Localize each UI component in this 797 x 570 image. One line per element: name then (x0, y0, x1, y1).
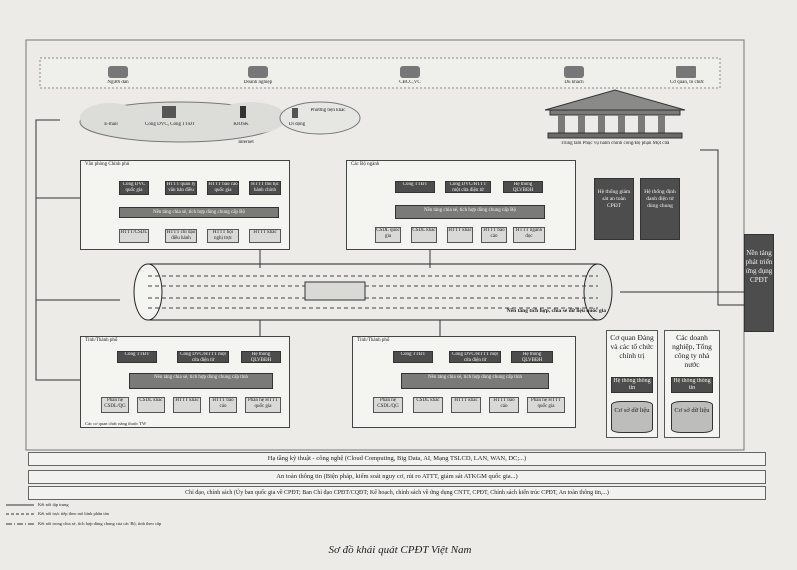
tinh-l-top-1: Cổng TTĐT (117, 351, 157, 363)
vpcp-bottom-3: HTTT hội nghị trực tuyến (207, 229, 239, 243)
org-soe-title: Các doanh nghiệp, Tổng công ty nhà nước (672, 333, 712, 369)
panel-title: Văn phòng Chính phủ (85, 162, 130, 167)
org-party-system: Hệ thống thông tin (611, 377, 653, 393)
panel-tinh-left: Tỉnh/Thành phố Cổng TTĐT Cổng DVC/HTTT m… (80, 336, 290, 428)
user-doanh-nghiep: Doanh nghiệp (243, 80, 273, 85)
panel-title: Các Bộ ngành (351, 162, 380, 167)
bo-bottom-2: CSDL khác (411, 227, 437, 243)
channel-phuong-tien: Phương tiện khác (310, 108, 346, 113)
legend-item-1: Kết nối tập trung (38, 502, 69, 507)
org-soe-system: Hệ thống thông tin (671, 377, 713, 393)
mobile-icon (292, 108, 298, 118)
user-co-quan: Cơ quan, tổ chức (669, 80, 705, 85)
user-cbccvc: CBCC,VC (399, 80, 421, 85)
backbone-label: Nền tảng tích hợp, chia sẻ dữ liệu quốc … (506, 308, 606, 314)
channel-cong-dvc: Cổng DVC, Cổng TTĐT (145, 122, 195, 127)
one-stop-center: Trung tâm Phục vụ hành chính công/Bộ phậ… (560, 141, 670, 146)
bo-integration-bar: Nền tảng chia sẻ, tích hợp dùng chung cấ… (395, 205, 545, 219)
portal-icon (162, 106, 176, 118)
internet-label: Internet (238, 140, 254, 145)
vpcp-top-3: HTTT báo cáo quốc gia (207, 181, 239, 195)
bo-top-2: Cổng DVC/HTTT một cửa điện tử (445, 181, 491, 193)
officials-icon (400, 66, 420, 78)
tinh-r-bottom-1: Phần hệ CSDL/QG (373, 397, 403, 413)
user-nguoi-dan: Người dân (107, 80, 129, 85)
app-dev-platform: Nền tảng phát triển ứng dụng CPĐT (744, 234, 774, 332)
panel-title: Tỉnh/Thành phố (85, 338, 118, 343)
org-soe-db: Cơ sở dữ liệu (671, 401, 713, 433)
org-soe: Các doanh nghiệp, Tổng công ty nhà nước … (664, 330, 720, 438)
tinh-r-top-1: Cổng TTĐT (393, 351, 433, 363)
channel-email: E-mail (104, 122, 118, 127)
identity-system: Hệ thống định danh điện tử dùng chung (640, 178, 680, 240)
vpcp-top-4: HTTT thủ tục hành chính (249, 181, 281, 195)
panel-van-phong-cp: Văn phòng Chính phủ Cổng DVC quốc gia HT… (80, 160, 290, 250)
legend-item-2: Kết nối trực tiếp theo mô hình phân tán (38, 511, 109, 516)
tinh-r-bottom-5: Phần hệ HTTT quốc gia (527, 397, 565, 413)
bo-top-1: Cổng TTĐT (395, 181, 435, 193)
bo-bottom-5: HTTT ngành dọc (513, 227, 545, 243)
tinh-l-bottom-1: Phần hệ CSDL/QG (101, 397, 129, 413)
tinh-r-bottom-2: CSDL khác (413, 397, 443, 413)
legend-item-3: Kết nối trong chia sẻ, tích hợp dùng chu… (38, 521, 162, 526)
vpcp-bottom-4: HTTT khác (249, 229, 281, 243)
band-policy: Chỉ đạo, chính sách (Ủy ban quốc gia về … (28, 486, 766, 500)
vpcp-bottom-1: HTTT/CSDL (119, 229, 149, 243)
institution-icon (676, 66, 696, 78)
tourist-icon (564, 66, 584, 78)
user-du-khach: Du khách (564, 80, 584, 85)
business-icon (248, 66, 268, 78)
tinh-l-top-2: Cổng DVC/HTTT một cửa điện tử (177, 351, 229, 363)
org-party-title: Cơ quan Đảng và các tổ chức chính trị (610, 333, 654, 360)
vpcp-top-1: Cổng DVC quốc gia (119, 181, 149, 195)
bo-bottom-4: HTTT báo cáo (481, 227, 507, 243)
channel-di-dong: Di động (288, 122, 306, 127)
tinh-l-bottom-3: HTTT khác (173, 397, 201, 413)
bo-bottom-1: CSDL quốc gia (375, 227, 401, 243)
band-security: An toàn thông tin (Biện pháp, kiểm soát … (28, 470, 766, 484)
tinh-r-integration-bar: Nền tảng chia sẻ, tích hợp dùng chung cấ… (401, 373, 549, 389)
org-party: Cơ quan Đảng và các tổ chức chính trị Hệ… (606, 330, 658, 438)
tinh-l-integration-bar: Nền tảng chia sẻ, tích hợp dùng chung cấ… (129, 373, 273, 389)
bo-top-3: Hệ thống QLVBĐH (503, 181, 543, 193)
band-infrastructure: Hạ tầng kỹ thuật - công nghệ (Cloud Comp… (28, 452, 766, 466)
panel-title: Tỉnh/Thành phố (357, 338, 390, 343)
panel-tinh-right: Tỉnh/Thành phố Cổng TTĐT Cổng DVC/HTTT m… (352, 336, 576, 428)
kiosk-icon (240, 106, 246, 118)
channel-kiosk: KIOSK (233, 122, 249, 127)
monitoring-system: Hệ thống giám sát an toàn CPĐT (594, 178, 634, 240)
tinh-r-top-2: Cổng DVC/HTTT một cửa điện tử (449, 351, 501, 363)
tinh-l-note: Các cơ quan chức năng thuộc TW (85, 421, 147, 426)
tinh-l-top-3: Hệ thống QLVBĐH (241, 351, 281, 363)
vpcp-bottom-2: HTTT chỉ đạo điều hành (165, 229, 197, 243)
diagram-caption: Sơ đồ khái quát CPĐT Việt Nam (328, 544, 472, 556)
panel-cac-bo-nganh: Các Bộ ngành Cổng TTĐT Cổng DVC/HTTT một… (346, 160, 576, 250)
tinh-l-bottom-5: Phần hệ HTTT quốc gia (245, 397, 281, 413)
tinh-l-bottom-4: HTTT báo cáo (209, 397, 237, 413)
vpcp-top-2: HTTT quản lý văn bản điều hành (165, 181, 197, 195)
tinh-l-bottom-2: CSDL khác (137, 397, 165, 413)
bo-bottom-3: HTTT khác (447, 227, 473, 243)
tinh-r-bottom-4: HTTT báo cáo (489, 397, 519, 413)
vpcp-integration-bar: Nền tảng chia sẻ, tích hợp dùng chung cấ… (119, 207, 279, 218)
org-party-db: Cơ sở dữ liệu (611, 401, 653, 433)
people-icon (108, 66, 128, 78)
tinh-r-top-3: Hệ thống QLVBĐH (511, 351, 553, 363)
tinh-r-bottom-3: HTTT khác (451, 397, 481, 413)
